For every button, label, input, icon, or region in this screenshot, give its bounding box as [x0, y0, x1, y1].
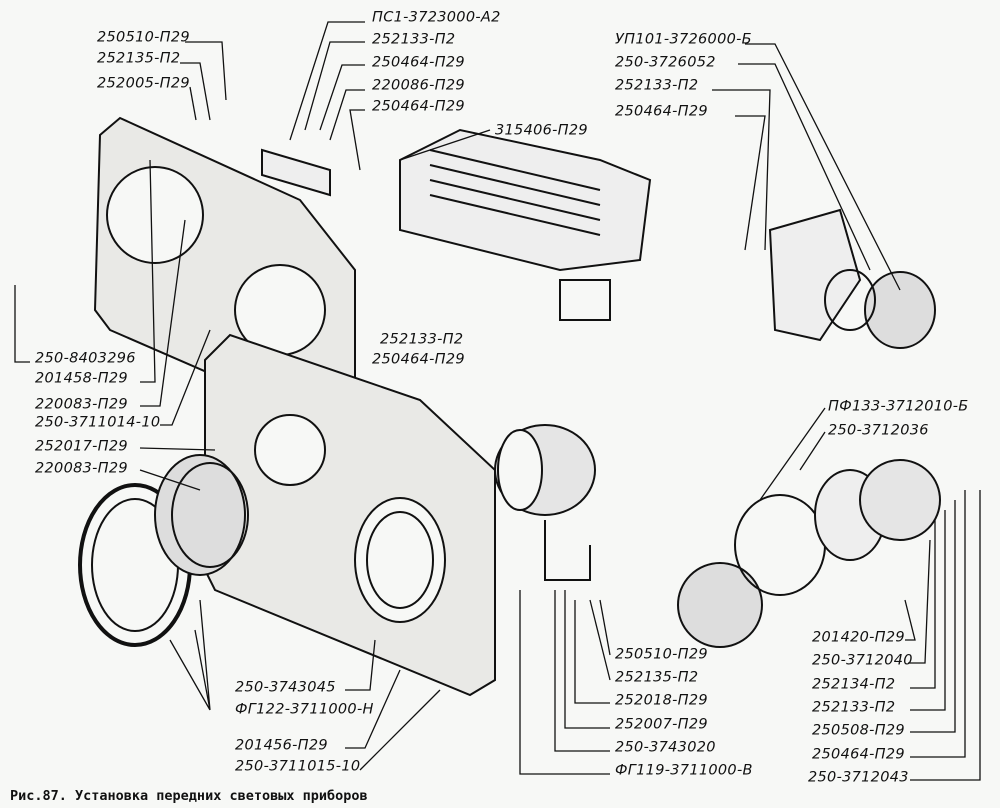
fog-lamp [494, 424, 596, 581]
part-label: 250508-П29 [812, 722, 905, 739]
part-label: 250464-П29 [615, 103, 708, 120]
part-label: 250464-П29 [372, 54, 465, 71]
part-label: 252134-П2 [812, 676, 896, 693]
headlamp-assembly [78, 454, 249, 647]
part-label: 252133-П2 [372, 31, 456, 48]
part-label: УП101-3726000-Б [615, 31, 752, 48]
part-label: 252135-П2 [97, 50, 181, 67]
part-label: 250-3711014-10 [35, 414, 161, 431]
leader-lines [14, 21, 981, 781]
part-label: 252018-П29 [615, 692, 708, 709]
turn-signal-lamp [677, 459, 941, 648]
part-label: 201420-П29 [812, 629, 905, 646]
upper-mounting-panel [93, 116, 356, 432]
part-label: 250510-П29 [615, 646, 708, 663]
part-label: ФГ119-3711000-В [615, 762, 753, 779]
grille [399, 128, 652, 321]
part-label: 250-3711015-10 [235, 758, 361, 775]
part-label: 250-3743020 [615, 739, 716, 756]
part-label: ПФ133-3712010-Б [828, 398, 969, 415]
part-label: 250510-П29 [97, 29, 190, 46]
part-label: 252005-П29 [97, 75, 190, 92]
part-label: 220083-П29 [35, 460, 128, 477]
figure-caption: Рис.87. Установка передних световых приб… [10, 788, 368, 804]
part-label: ФГ122-3711000-Н [235, 701, 374, 718]
part-label: 220083-П29 [35, 396, 128, 413]
part-label: 250464-П29 [372, 98, 465, 115]
part-label: 252007-П29 [615, 716, 708, 733]
part-label: 220086-П29 [372, 77, 465, 94]
part-label: 250-3712040 [812, 652, 913, 669]
part-label: 201458-П29 [35, 370, 128, 387]
part-label: 250464-П29 [372, 351, 465, 368]
part-label: 252135-П2 [615, 669, 699, 686]
part-label: 252133-П2 [615, 77, 699, 94]
part-label: 252133-П2 [380, 331, 464, 348]
sidelight [768, 208, 936, 349]
lower-mounting-panel [204, 333, 496, 697]
part-label: ПС1-3723000-А2 [372, 9, 501, 26]
part-label: 250-3712036 [828, 422, 929, 439]
part-label: 201456-П29 [235, 737, 328, 754]
part-label: 315406-П29 [495, 122, 588, 139]
part-label: 250464-П29 [812, 746, 905, 763]
part-label: 250-3712043 [808, 769, 909, 786]
part-label: 252017-П29 [35, 438, 128, 455]
part-label: 250-8403296 [35, 350, 136, 367]
part-label: 250-3743045 [235, 679, 336, 696]
bracket [261, 148, 331, 197]
part-label: 250-3726052 [615, 54, 716, 71]
part-label: 252133-П2 [812, 699, 896, 716]
